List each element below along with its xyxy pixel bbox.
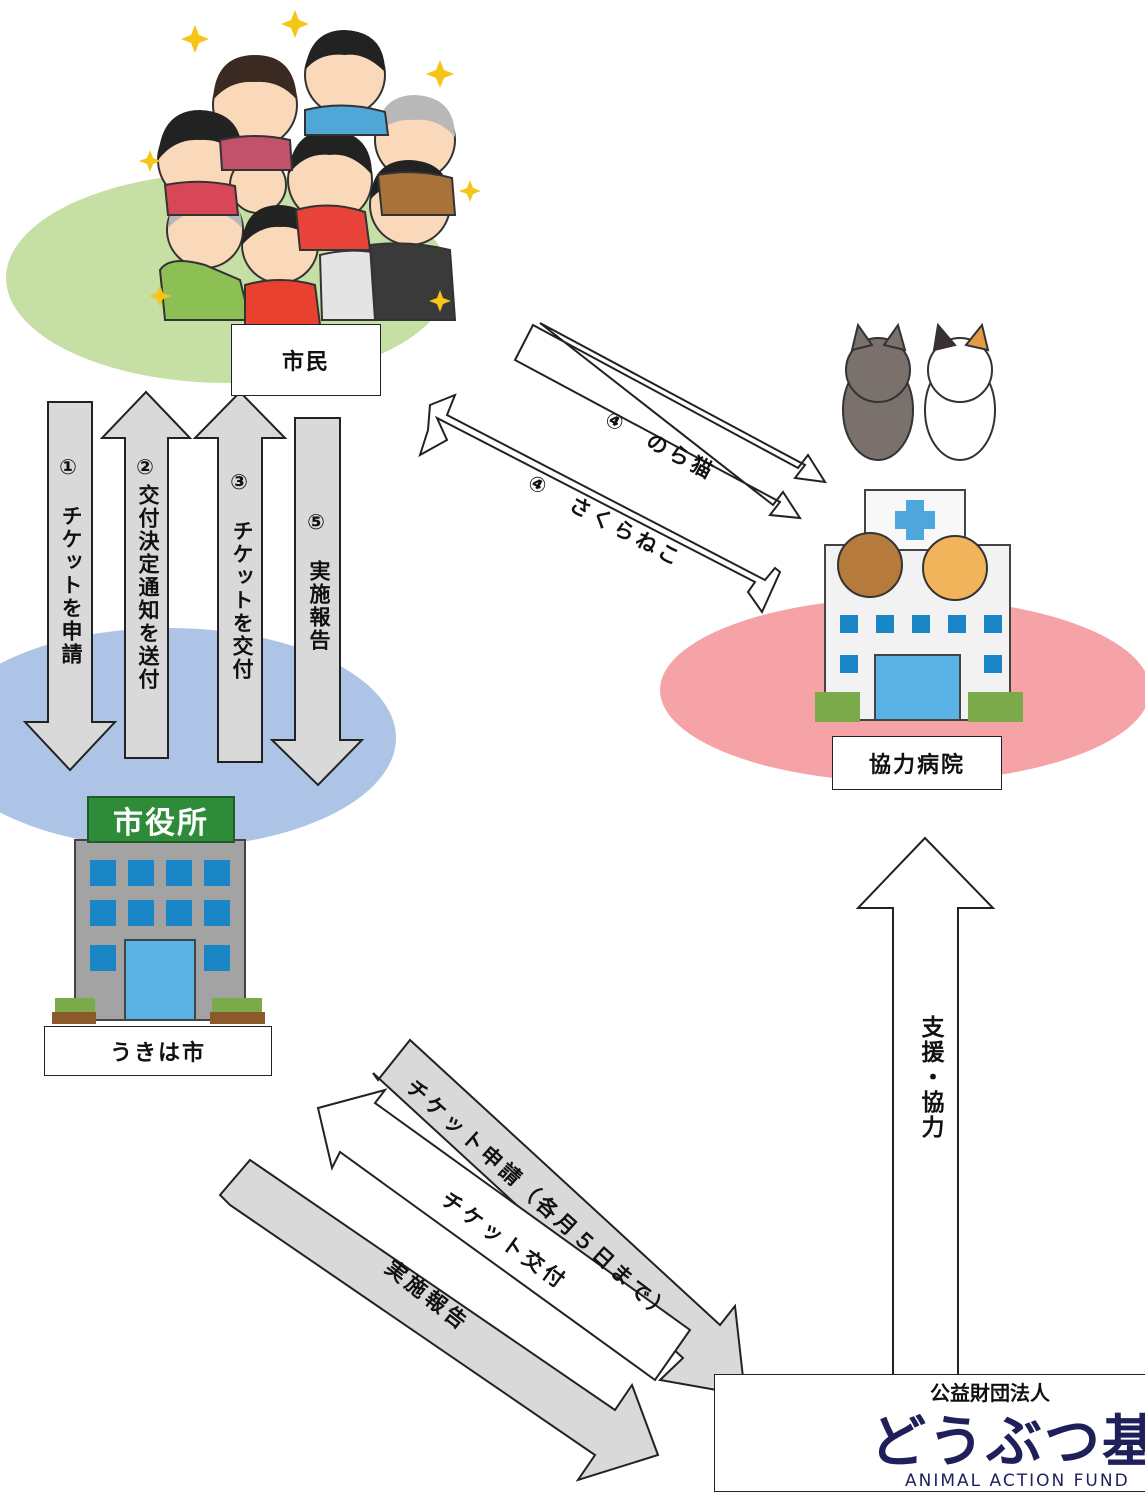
citizens-label: 市民 <box>231 324 381 396</box>
logo-english: ANIMAL ACTION FUND <box>905 1471 1130 1491</box>
arrow-f2-up <box>99 390 193 759</box>
arrow-report <box>218 1158 660 1482</box>
hospital-label: 協力病院 <box>832 736 1002 790</box>
arrow-f1-down <box>22 401 118 772</box>
logo-org-type: 公益財団法人 <box>930 1381 1050 1405</box>
stray-cats-illustration <box>842 322 996 461</box>
city-hall-building <box>52 796 265 1024</box>
city-label: うきは市 <box>44 1026 272 1076</box>
flow2-label: 交付決定通知を送付 <box>136 484 160 691</box>
city-hall-sign: 市役所 <box>113 806 209 841</box>
arrow-f4-noraneko <box>513 322 827 520</box>
logo-name: どうぶつ基金 <box>870 1410 1145 1475</box>
flow2-number: ② <box>133 455 157 481</box>
flow5-number: ⑤ <box>304 510 328 536</box>
hospital-building <box>815 489 1023 722</box>
arrow-ticket-issue <box>316 1088 692 1382</box>
animal-action-fund-logo: 公益財団法人 どうぶつ基金 ANIMAL ACTION FUND <box>714 1374 1145 1492</box>
flow1-number: ① <box>56 455 80 481</box>
citizens-illustration <box>139 10 481 326</box>
flow3-number: ③ <box>227 470 251 496</box>
arrow-f5-down <box>269 417 365 787</box>
arrow-f4-sakuraneko <box>418 393 782 615</box>
flow5-label: 実施報告 <box>307 560 331 652</box>
flow1-label: チケットを申請 <box>59 505 83 666</box>
arrow-f3-up <box>192 390 288 763</box>
flow3-label: チケットを交付 <box>230 520 254 681</box>
arrow-support <box>853 836 999 1464</box>
support-label: 支援・協力 <box>917 1015 943 1140</box>
